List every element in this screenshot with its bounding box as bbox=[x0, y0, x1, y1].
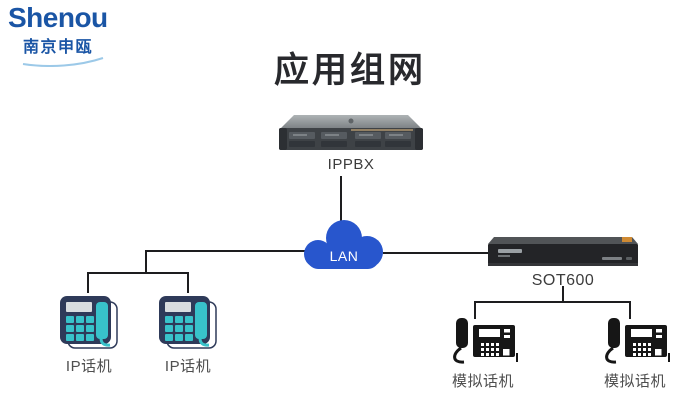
analog-phone-icon bbox=[453, 318, 518, 364]
ip-phone-icon bbox=[159, 296, 217, 349]
ippbx-label: IPPBX bbox=[327, 156, 375, 173]
ip-phone-label-1: IP话机 bbox=[65, 358, 113, 375]
logo-swoosh-icon bbox=[22, 57, 104, 68]
page-title: 应用组网 bbox=[273, 51, 426, 90]
analog-phone-label-2: 模拟话机 bbox=[603, 373, 666, 390]
lan-label: LAN bbox=[329, 248, 359, 264]
voip-gateway-icon bbox=[488, 237, 638, 266]
brand-name: Shenou bbox=[8, 2, 108, 33]
lan-cloud-node: LAN bbox=[299, 217, 389, 275]
ippbx-server-node: IPPBX bbox=[277, 111, 425, 173]
analog-phone-node-2: 模拟话机 bbox=[596, 316, 674, 391]
ip-phone-node-1: IP话机 bbox=[56, 293, 122, 376]
ip-phone-node-2: IP话机 bbox=[155, 293, 221, 376]
analog-phone-icon bbox=[605, 318, 670, 364]
sot600-gateway-node: SOT600 bbox=[484, 236, 642, 290]
brand-logo: Shenou 南京申瓯 bbox=[8, 2, 128, 68]
analog-phone-label-1: 模拟话机 bbox=[451, 373, 514, 390]
analog-phone-node-1: 模拟话机 bbox=[444, 316, 522, 391]
wire-cloud-to-left-branch bbox=[145, 250, 306, 274]
ip-phone-label-2: IP话机 bbox=[164, 358, 212, 375]
brand-subtitle: 南京申瓯 bbox=[23, 39, 94, 57]
ip-phone-icon bbox=[60, 296, 118, 349]
rack-server-icon bbox=[279, 115, 423, 150]
sot600-label: SOT600 bbox=[531, 272, 595, 289]
cloud-icon bbox=[304, 220, 383, 269]
